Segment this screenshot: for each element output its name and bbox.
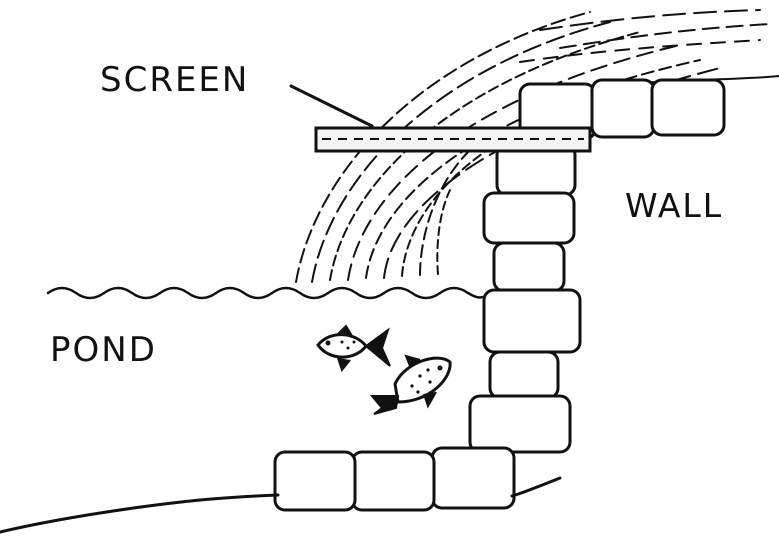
- wall-label: WALL: [625, 186, 723, 225]
- wall-stone: [490, 352, 558, 398]
- wall-stone: [352, 452, 434, 510]
- wall-stone: [494, 243, 564, 291]
- fish-small: [318, 326, 390, 370]
- water-surface: [48, 288, 482, 298]
- pond-floor-right: [512, 478, 560, 496]
- wall-stone: [592, 80, 654, 137]
- fish-large: [372, 356, 450, 414]
- screen-plank: [316, 128, 590, 151]
- wall-stone: [470, 396, 570, 452]
- wall-stone: [484, 290, 580, 352]
- pond-floor: [0, 495, 278, 532]
- screen-leader-line: [291, 86, 372, 126]
- pond-label: POND: [50, 330, 157, 370]
- wall-stone: [432, 448, 514, 508]
- wall-stone: [652, 80, 724, 135]
- wall-stone: [275, 452, 355, 510]
- wall-stone: [484, 193, 574, 243]
- screen-label: SCREEN: [100, 60, 249, 100]
